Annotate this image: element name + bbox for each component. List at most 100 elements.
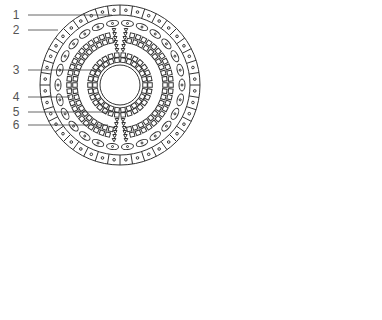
vascular-cell xyxy=(146,40,152,46)
vascular-cell xyxy=(114,107,119,112)
ray-cell xyxy=(123,131,127,134)
vascular-cell xyxy=(126,111,132,117)
vascular-cell xyxy=(161,70,167,76)
vascular-cell xyxy=(167,94,172,99)
nucleus xyxy=(126,146,128,148)
vascular-cell xyxy=(93,99,99,105)
cortex-cell xyxy=(176,93,185,106)
cell-wall xyxy=(152,14,157,23)
ray-cell xyxy=(124,139,128,142)
vascular-cell xyxy=(69,100,75,106)
vascular-cell xyxy=(162,89,167,94)
cortex-cell xyxy=(67,37,79,50)
cell-wall xyxy=(55,38,63,44)
cell-wall xyxy=(84,147,89,156)
vascular-cell xyxy=(136,98,142,104)
vascular-cell xyxy=(73,89,78,94)
vascular-cell xyxy=(159,53,165,59)
cell-wall xyxy=(120,155,121,165)
cell-wall xyxy=(73,142,79,150)
nucleus xyxy=(80,148,83,151)
vascular-cell xyxy=(121,112,126,117)
vascular-cell xyxy=(88,76,93,81)
nucleus xyxy=(181,84,183,86)
vascular-cell xyxy=(79,116,85,122)
vascular-cell xyxy=(67,83,72,88)
vascular-cell xyxy=(90,70,96,76)
vascular-cell xyxy=(74,94,80,100)
cell-wall xyxy=(190,85,200,86)
ray-cell xyxy=(122,127,126,130)
ray-cell xyxy=(114,41,118,44)
cell-wall xyxy=(63,134,70,141)
vascular-cell xyxy=(91,45,97,51)
vascular-cell xyxy=(99,130,105,136)
vascular-cell xyxy=(82,53,88,59)
nucleus xyxy=(44,90,47,93)
nucleus xyxy=(73,43,75,45)
nucleus xyxy=(179,69,181,71)
cell-wall xyxy=(41,72,51,74)
vascular-cell xyxy=(161,94,167,100)
vascular-cell xyxy=(102,40,108,46)
vascular-cell xyxy=(155,116,161,122)
cell-wall xyxy=(107,154,109,164)
vascular-cell xyxy=(76,100,82,106)
vascular-cell xyxy=(78,105,84,111)
cell-wall xyxy=(95,152,98,162)
vascular-cell xyxy=(75,53,81,59)
vascular-cell xyxy=(91,119,97,125)
vascular-cell xyxy=(98,98,104,104)
nucleus xyxy=(113,9,116,12)
nucleus xyxy=(165,125,167,127)
cell-wall xyxy=(142,9,145,19)
nucleus xyxy=(165,43,167,45)
vascular-cell xyxy=(79,48,85,54)
vascular-cell xyxy=(137,104,143,110)
cortex-cell xyxy=(149,28,162,40)
vascular-cell xyxy=(73,83,78,88)
nucleus xyxy=(70,141,73,144)
vascular-cell xyxy=(143,45,149,51)
vascular-cell xyxy=(131,61,137,67)
nucleus xyxy=(147,14,150,17)
cortex-cell xyxy=(78,130,91,142)
vascular-cell xyxy=(108,126,113,131)
vascular-cell xyxy=(146,124,152,130)
vascular-cell xyxy=(137,60,143,66)
vascular-cell xyxy=(126,126,131,131)
vascular-cell xyxy=(159,111,165,117)
nucleus xyxy=(62,35,65,38)
ray-cell xyxy=(112,29,116,32)
ray-cell xyxy=(112,139,116,142)
vascular-cell xyxy=(72,106,78,112)
vascular-cell xyxy=(102,125,108,131)
nucleus xyxy=(112,22,114,24)
vascular-cell xyxy=(108,54,114,60)
cell-wall xyxy=(169,134,176,141)
vascular-cell xyxy=(163,83,168,88)
vascular-cell xyxy=(108,38,113,43)
vascular-cell xyxy=(102,56,108,62)
cortex-cell xyxy=(135,138,148,148)
vascular-cell xyxy=(141,127,147,133)
vascular-cell xyxy=(141,37,147,43)
nucleus xyxy=(183,123,186,126)
nucleus xyxy=(188,55,191,58)
vascular-cell xyxy=(76,64,82,70)
vascular-cell xyxy=(132,56,138,62)
ray-cell xyxy=(115,49,119,52)
ray-cell xyxy=(114,127,118,130)
vascular-cell xyxy=(114,112,119,117)
cell-wall xyxy=(107,6,109,16)
vascular-cell xyxy=(121,107,126,112)
vascular-cell xyxy=(82,110,88,116)
ray-cell xyxy=(122,41,126,44)
cell-wall xyxy=(187,60,197,63)
cortex-cell xyxy=(169,107,180,120)
vascular-cell xyxy=(147,76,152,81)
cortex-cell xyxy=(91,138,104,148)
vascular-cell xyxy=(168,76,173,81)
nucleus xyxy=(154,135,156,137)
vascular-cell xyxy=(167,70,172,75)
